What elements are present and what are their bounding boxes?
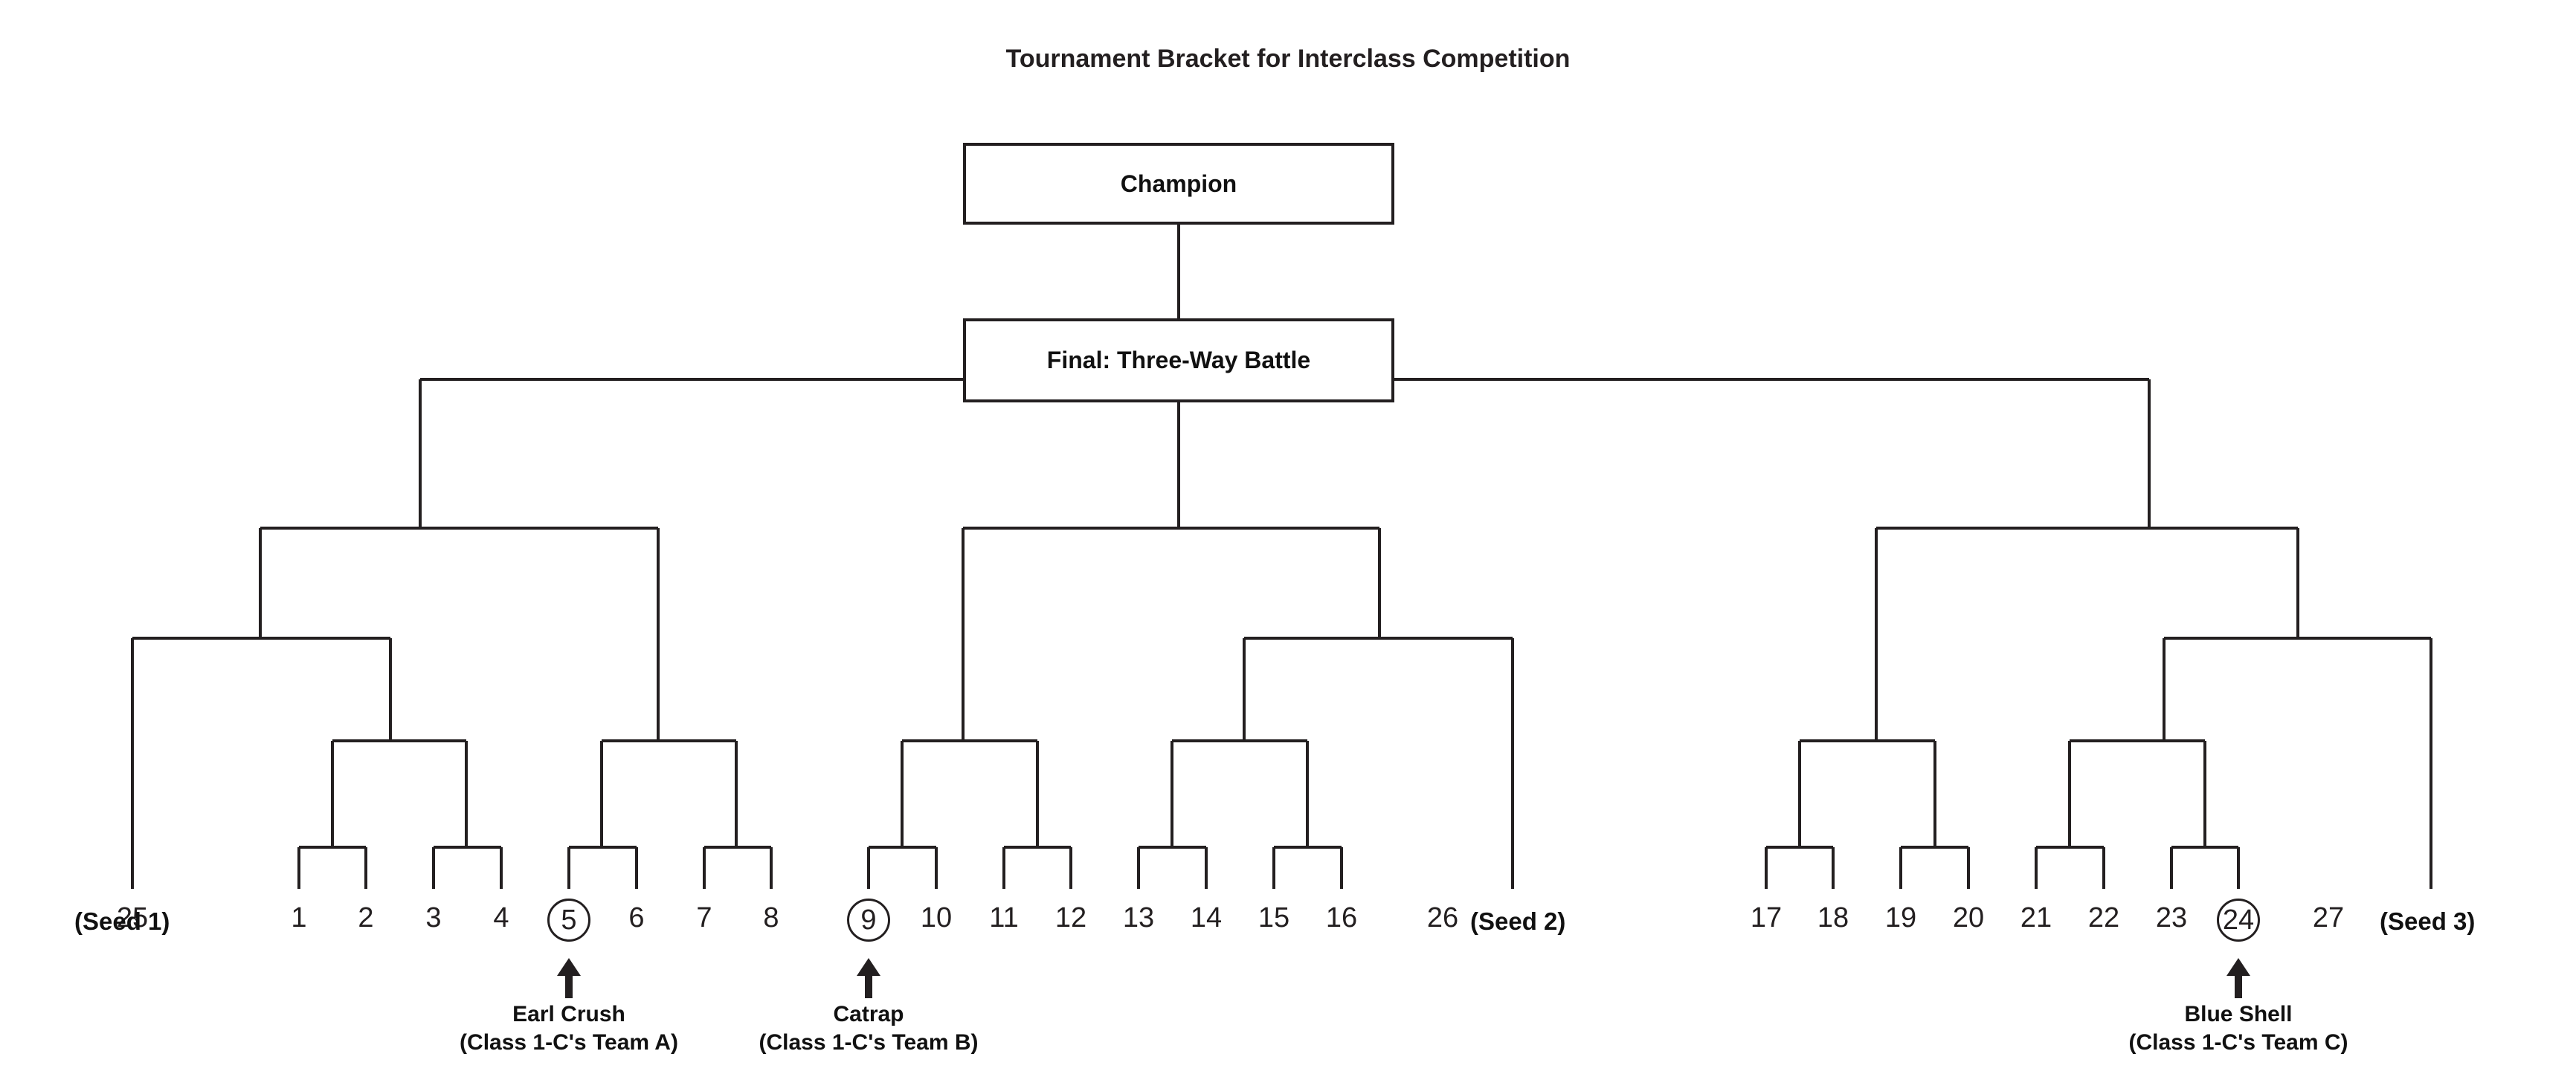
seed-tag-2: (Seed 2) bbox=[1470, 907, 1566, 935]
callout-1: Earl Crush (Class 1-C's Team A) bbox=[460, 1000, 678, 1056]
callout-team-name: Blue Shell bbox=[2184, 1002, 2293, 1026]
seat-label-15[interactable]: 15 bbox=[1258, 902, 1290, 933]
seat-label-12[interactable]: 12 bbox=[1054, 902, 1087, 933]
seat-label-19[interactable]: 19 bbox=[1884, 902, 1917, 933]
seat-label-22[interactable]: 22 bbox=[2087, 902, 2120, 933]
seat-label-8[interactable]: 8 bbox=[763, 902, 779, 933]
callout-team-class: (Class 1-C's Team B) bbox=[759, 1029, 979, 1055]
seat-label-2[interactable]: 2 bbox=[358, 902, 374, 933]
callout-3: Blue Shell (Class 1-C's Team C) bbox=[2128, 1000, 2348, 1056]
seat-label-25[interactable]: 25 bbox=[116, 902, 149, 933]
seat-label-3[interactable]: 3 bbox=[425, 902, 442, 933]
seat-label-6[interactable]: 6 bbox=[628, 902, 645, 933]
seat-label-26[interactable]: 26 bbox=[1426, 902, 1459, 933]
seat-label-24[interactable]: 24 bbox=[2217, 899, 2260, 942]
seat-label-7[interactable]: 7 bbox=[696, 902, 712, 933]
callout-team-class: (Class 1-C's Team A) bbox=[460, 1029, 678, 1055]
seat-label-9[interactable]: 9 bbox=[847, 899, 890, 942]
seat-label-4[interactable]: 4 bbox=[493, 902, 509, 933]
callout-team-name: Catrap bbox=[833, 1002, 904, 1026]
seed-tag-1: (Seed 1) bbox=[74, 907, 170, 935]
seed-tag-3: (Seed 3) bbox=[2380, 907, 2476, 935]
seat-label-21[interactable]: 21 bbox=[2020, 902, 2052, 933]
seat-label-13[interactable]: 13 bbox=[1122, 902, 1155, 933]
final-node[interactable]: Final: Three-Way Battle bbox=[963, 318, 1394, 402]
callout-team-name: Earl Crush bbox=[512, 1002, 625, 1026]
callout-arrow-up-icon bbox=[2226, 958, 2250, 998]
seat-label-10[interactable]: 10 bbox=[920, 902, 953, 933]
seat-label-16[interactable]: 16 bbox=[1325, 902, 1358, 933]
seat-label-5[interactable]: 5 bbox=[547, 899, 590, 942]
callout-arrow-up-icon bbox=[557, 958, 581, 998]
seat-label-18[interactable]: 18 bbox=[1817, 902, 1849, 933]
page-title: Tournament Bracket for Interclass Compet… bbox=[1005, 45, 1571, 73]
seat-label-11[interactable]: 11 bbox=[989, 902, 1019, 933]
champion-node[interactable]: Champion bbox=[963, 143, 1394, 225]
callout-team-class: (Class 1-C's Team C) bbox=[2128, 1029, 2348, 1055]
seat-label-23[interactable]: 23 bbox=[2155, 902, 2188, 933]
seat-label-14[interactable]: 14 bbox=[1190, 902, 1223, 933]
callout-arrow-up-icon bbox=[857, 958, 880, 998]
seat-label-17[interactable]: 17 bbox=[1750, 902, 1783, 933]
seat-label-1[interactable]: 1 bbox=[291, 902, 307, 933]
seat-label-20[interactable]: 20 bbox=[1952, 902, 1985, 933]
seat-label-27[interactable]: 27 bbox=[2312, 902, 2345, 933]
callout-2: Catrap (Class 1-C's Team B) bbox=[759, 1000, 978, 1056]
